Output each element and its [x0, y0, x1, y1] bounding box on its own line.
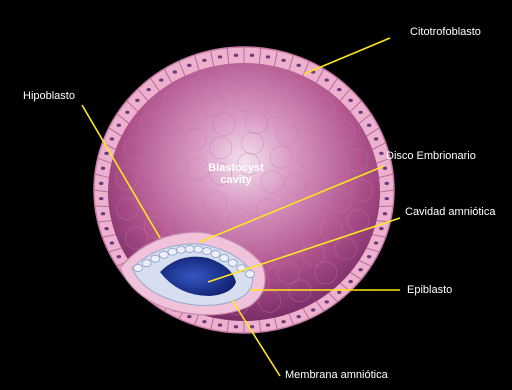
- trophoblast-nucleus: [383, 212, 387, 215]
- epiblast-cell: [194, 246, 203, 253]
- epiblast-cell: [151, 255, 160, 262]
- trophoblast-nucleus: [104, 227, 108, 230]
- label-cavidad-amniotica: Cavidad amniótica: [405, 206, 496, 219]
- epiblast-cell: [134, 265, 143, 272]
- trophoblast-nucleus: [281, 320, 285, 323]
- trophoblast-nucleus: [159, 78, 163, 81]
- trophoblast-nucleus: [266, 323, 270, 326]
- trophoblast-nucleus: [379, 152, 383, 155]
- trophoblast-nucleus: [348, 280, 352, 283]
- trophoblast-nucleus: [385, 197, 389, 200]
- epiblast-cell: [228, 259, 237, 266]
- trophoblast-nucleus: [173, 70, 177, 73]
- trophoblast-nucleus: [110, 241, 114, 244]
- trophoblast-nucleus: [348, 99, 352, 102]
- trophoblast-nucleus: [337, 291, 341, 294]
- label-disco-embrionario: Disco Embrionario: [386, 150, 476, 163]
- trophoblast-nucleus: [367, 124, 371, 127]
- trophoblast-nucleus: [147, 88, 151, 91]
- trophoblast-nucleus: [325, 300, 329, 303]
- trophoblast-nucleus: [234, 54, 238, 57]
- trophoblast-nucleus: [99, 197, 103, 200]
- epiblast-cell: [168, 248, 177, 255]
- trophoblast-nucleus: [374, 137, 378, 140]
- leader-citotrofoblasto: [304, 38, 390, 74]
- trophoblast-nucleus: [358, 268, 362, 271]
- epiblast-cell: [177, 246, 186, 253]
- label-blastocyst-cavity: Blastocyst cavity: [206, 162, 266, 186]
- epiblast-cell: [185, 245, 194, 252]
- trophoblast-nucleus: [117, 124, 121, 127]
- trophoblast-nucleus: [104, 152, 108, 155]
- trophoblast-nucleus: [337, 88, 341, 91]
- trophoblast-nucleus: [135, 99, 139, 102]
- trophoblast-nucleus: [297, 315, 301, 318]
- label-hipoblasto: Hipoblasto: [23, 90, 75, 103]
- trophoblast-nucleus: [218, 55, 222, 58]
- trophoblast-nucleus: [374, 241, 378, 244]
- label-epiblasto: Epiblasto: [407, 284, 452, 297]
- trophoblast-nucleus: [99, 182, 103, 185]
- label-blastocyst-cavity-line2: cavity: [206, 174, 266, 186]
- epiblast-cell: [159, 251, 168, 258]
- epiblast-cell: [202, 248, 211, 255]
- trophoblast-nucleus: [202, 59, 206, 62]
- epiblast-cell: [142, 260, 151, 267]
- trophoblast-nucleus: [379, 227, 383, 230]
- epiblast-cell: [220, 255, 229, 262]
- label-blastocyst-cavity-line1: Blastocyst: [206, 162, 266, 174]
- trophoblast-nucleus: [297, 64, 301, 67]
- trophoblast-nucleus: [281, 59, 285, 62]
- trophoblast-nucleus: [383, 167, 387, 170]
- trophoblast-nucleus: [187, 315, 191, 318]
- epiblast-cell: [246, 271, 255, 278]
- trophoblast-nucleus: [101, 212, 105, 215]
- trophoblast-nucleus: [385, 182, 389, 185]
- label-membrana-amniotica: Membrana amniótica: [285, 369, 388, 382]
- trophoblast-nucleus: [325, 78, 329, 81]
- trophoblast-nucleus: [311, 308, 315, 311]
- trophoblast-nucleus: [250, 54, 254, 57]
- trophoblast-nucleus: [187, 64, 191, 67]
- trophoblast-nucleus: [110, 137, 114, 140]
- trophoblast-nucleus: [218, 323, 222, 326]
- trophoblast-nucleus: [117, 255, 121, 258]
- trophoblast-nucleus: [367, 255, 371, 258]
- trophoblast-nucleus: [125, 111, 129, 114]
- trophoblast-nucleus: [101, 167, 105, 170]
- epiblast-cell: [211, 251, 220, 258]
- trophoblast-nucleus: [202, 320, 206, 323]
- trophoblast-nucleus: [266, 55, 270, 58]
- label-citotrofoblasto: Citotrofoblasto: [410, 26, 481, 39]
- trophoblast-nucleus: [358, 111, 362, 114]
- trophoblast-nucleus: [234, 325, 238, 328]
